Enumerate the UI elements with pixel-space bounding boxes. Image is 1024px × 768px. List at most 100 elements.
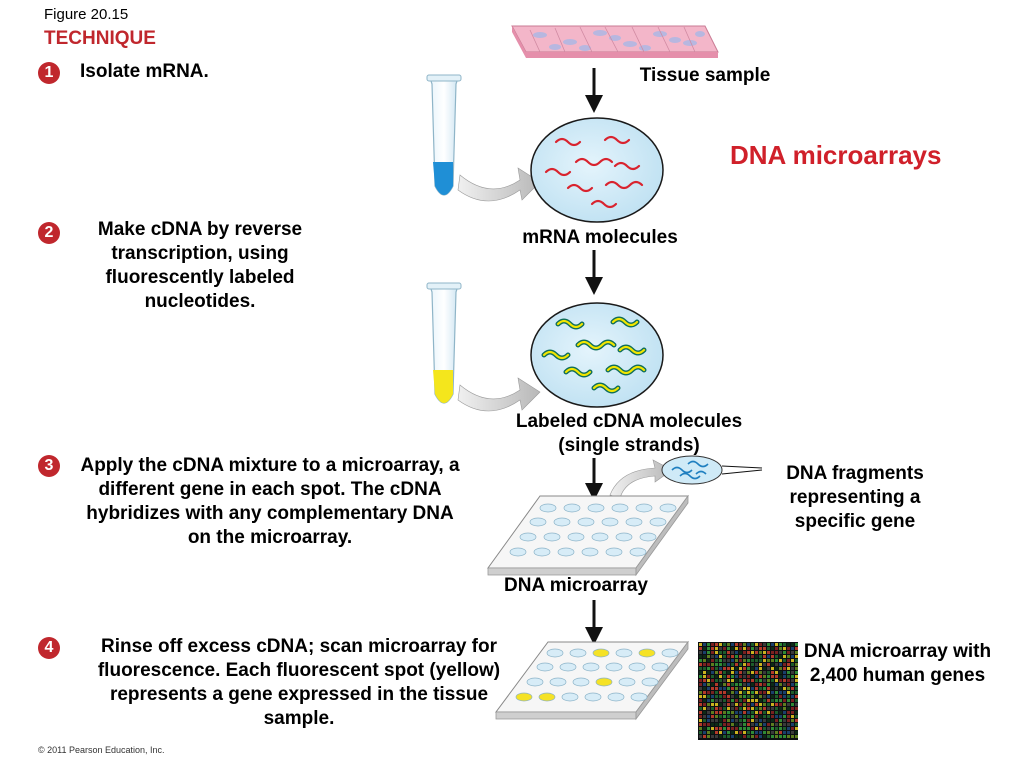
scan-spot: [719, 727, 722, 730]
scan-spot: [795, 659, 798, 662]
scan-spot: [791, 679, 794, 682]
scan-spot: [707, 651, 710, 654]
scan-spot: [715, 699, 718, 702]
scan-spot: [731, 727, 734, 730]
scan-spot: [751, 663, 754, 666]
scan-spot: [767, 711, 770, 714]
scan-spot: [739, 651, 742, 654]
scan-spot: [771, 699, 774, 702]
scan-spot: [755, 683, 758, 686]
scan-spot: [731, 719, 734, 722]
scan-spot: [735, 719, 738, 722]
labeled-cdna-label: Labeled cDNA molecules (single strands): [515, 411, 743, 456]
scan-spot: [703, 663, 706, 666]
scan-spot: [727, 651, 730, 654]
scan-spot: [707, 643, 710, 646]
scan-spot: [743, 655, 746, 658]
scan-spot: [735, 663, 738, 666]
scan-spot: [767, 703, 770, 706]
scan-spot: [787, 651, 790, 654]
scan-spot: [759, 655, 762, 658]
scan-spot: [767, 663, 770, 666]
scan-spot: [743, 715, 746, 718]
scan-spot: [787, 691, 790, 694]
scan-spot: [771, 687, 774, 690]
scan-spot: [751, 695, 754, 698]
scan-spot: [755, 719, 758, 722]
scan-spot: [771, 663, 774, 666]
scan-spot: [747, 659, 750, 662]
scan-spot: [719, 643, 722, 646]
scan-spot: [727, 683, 730, 686]
scan-spot: [707, 735, 710, 738]
scan-spot: [747, 655, 750, 658]
microarray-slide-icon: [487, 494, 689, 577]
scan-spot: [703, 719, 706, 722]
scan-spot: [759, 651, 762, 654]
scan-spot: [779, 715, 782, 718]
scan-spot: [779, 735, 782, 738]
scan-spot: [751, 659, 754, 662]
scan-spot: [779, 691, 782, 694]
scan-spot: [751, 687, 754, 690]
scan-spot: [791, 655, 794, 658]
scan-spot: [759, 691, 762, 694]
scan-spot: [723, 659, 726, 662]
scan-spot: [763, 695, 766, 698]
scan-spot: [779, 671, 782, 674]
scan-spot: [787, 699, 790, 702]
scan-spot: [787, 707, 790, 710]
scan-spot: [707, 667, 710, 670]
scan-spot: [731, 659, 734, 662]
scan-spot: [743, 707, 746, 710]
scan-spot: [711, 679, 714, 682]
scan-spot: [719, 691, 722, 694]
scan-spot: [707, 663, 710, 666]
scan-spot: [743, 727, 746, 730]
scan-spot: [719, 679, 722, 682]
scan-spot: [731, 687, 734, 690]
scan-spot: [775, 735, 778, 738]
scan-spot: [707, 715, 710, 718]
scan-spot: [783, 703, 786, 706]
scan-spot: [743, 647, 746, 650]
scan-spot: [759, 659, 762, 662]
scan-spot: [783, 647, 786, 650]
scan-spot: [775, 679, 778, 682]
scan-spot: [791, 719, 794, 722]
scan-spot: [699, 651, 702, 654]
scan-spot: [715, 675, 718, 678]
scan-spot: [723, 679, 726, 682]
scan-spot: [779, 659, 782, 662]
scan-spot: [699, 711, 702, 714]
scan-spot: [711, 647, 714, 650]
scan-spot: [731, 731, 734, 734]
scan-spot: [723, 699, 726, 702]
scan-spot: [735, 735, 738, 738]
scan-spot: [703, 731, 706, 734]
scan-spot: [759, 675, 762, 678]
step-2-text: Make cDNA by reverse transcription, usin…: [97, 219, 303, 312]
scan-spot: [703, 727, 706, 730]
cdna-strand: [541, 316, 647, 394]
scan-spot: [743, 731, 746, 734]
scan-spot: [791, 723, 794, 726]
scan-spot: [735, 687, 738, 690]
scan-spot: [795, 687, 798, 690]
scan-spot: [775, 643, 778, 646]
scan-spot: [707, 711, 710, 714]
scan-spot: [727, 655, 730, 658]
scan-spot: [739, 703, 742, 706]
step-3-text: Apply the cDNA mixture to a microarray, …: [80, 455, 460, 548]
scan-spot: [787, 659, 790, 662]
scan-spot: [775, 711, 778, 714]
scan-spot: [791, 651, 794, 654]
step-4-number: 4: [38, 637, 60, 659]
scan-spot: [711, 675, 714, 678]
scan-spot: [795, 675, 798, 678]
scan-spot: [731, 723, 734, 726]
scan-spot: [775, 687, 778, 690]
scan-spot: [787, 695, 790, 698]
scan-spot: [791, 731, 794, 734]
scan-spot: [787, 643, 790, 646]
